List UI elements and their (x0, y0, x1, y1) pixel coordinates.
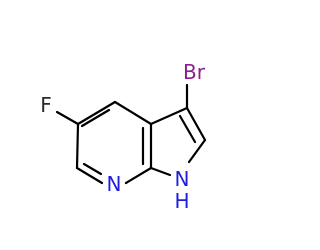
pyrrole-nitrogen-label: N (175, 167, 190, 191)
bond-c5-f (55, 110, 80, 126)
bond-c6-n7-inner (82, 162, 103, 176)
bond-c3-c2-inner (178, 114, 197, 144)
bond-c3a-c3 (149, 106, 189, 126)
structure-canvas: Br F N N H (40, 60, 207, 213)
bond-c4-c5 (76, 100, 117, 126)
bond-c6-n7 (75, 166, 104, 185)
bond-c5-c6 (75, 122, 80, 170)
pyrrole-hydrogen-label: H (174, 189, 189, 213)
molecule-diagram: Br F N N H (40, 60, 207, 213)
bromine-label: Br (183, 60, 206, 84)
bond-c2-n1 (187, 138, 207, 164)
bond-n1-c7a (149, 166, 172, 177)
bond-c3-c2 (185, 106, 207, 142)
pyridine-nitrogen-label: N (107, 172, 122, 196)
fluorine-label: F (40, 93, 52, 117)
bond-c4-c5-inner (80, 108, 111, 128)
bonds (55, 83, 207, 185)
bond-c3a-c4 (113, 100, 153, 126)
bond-n7-c7a (124, 166, 153, 185)
